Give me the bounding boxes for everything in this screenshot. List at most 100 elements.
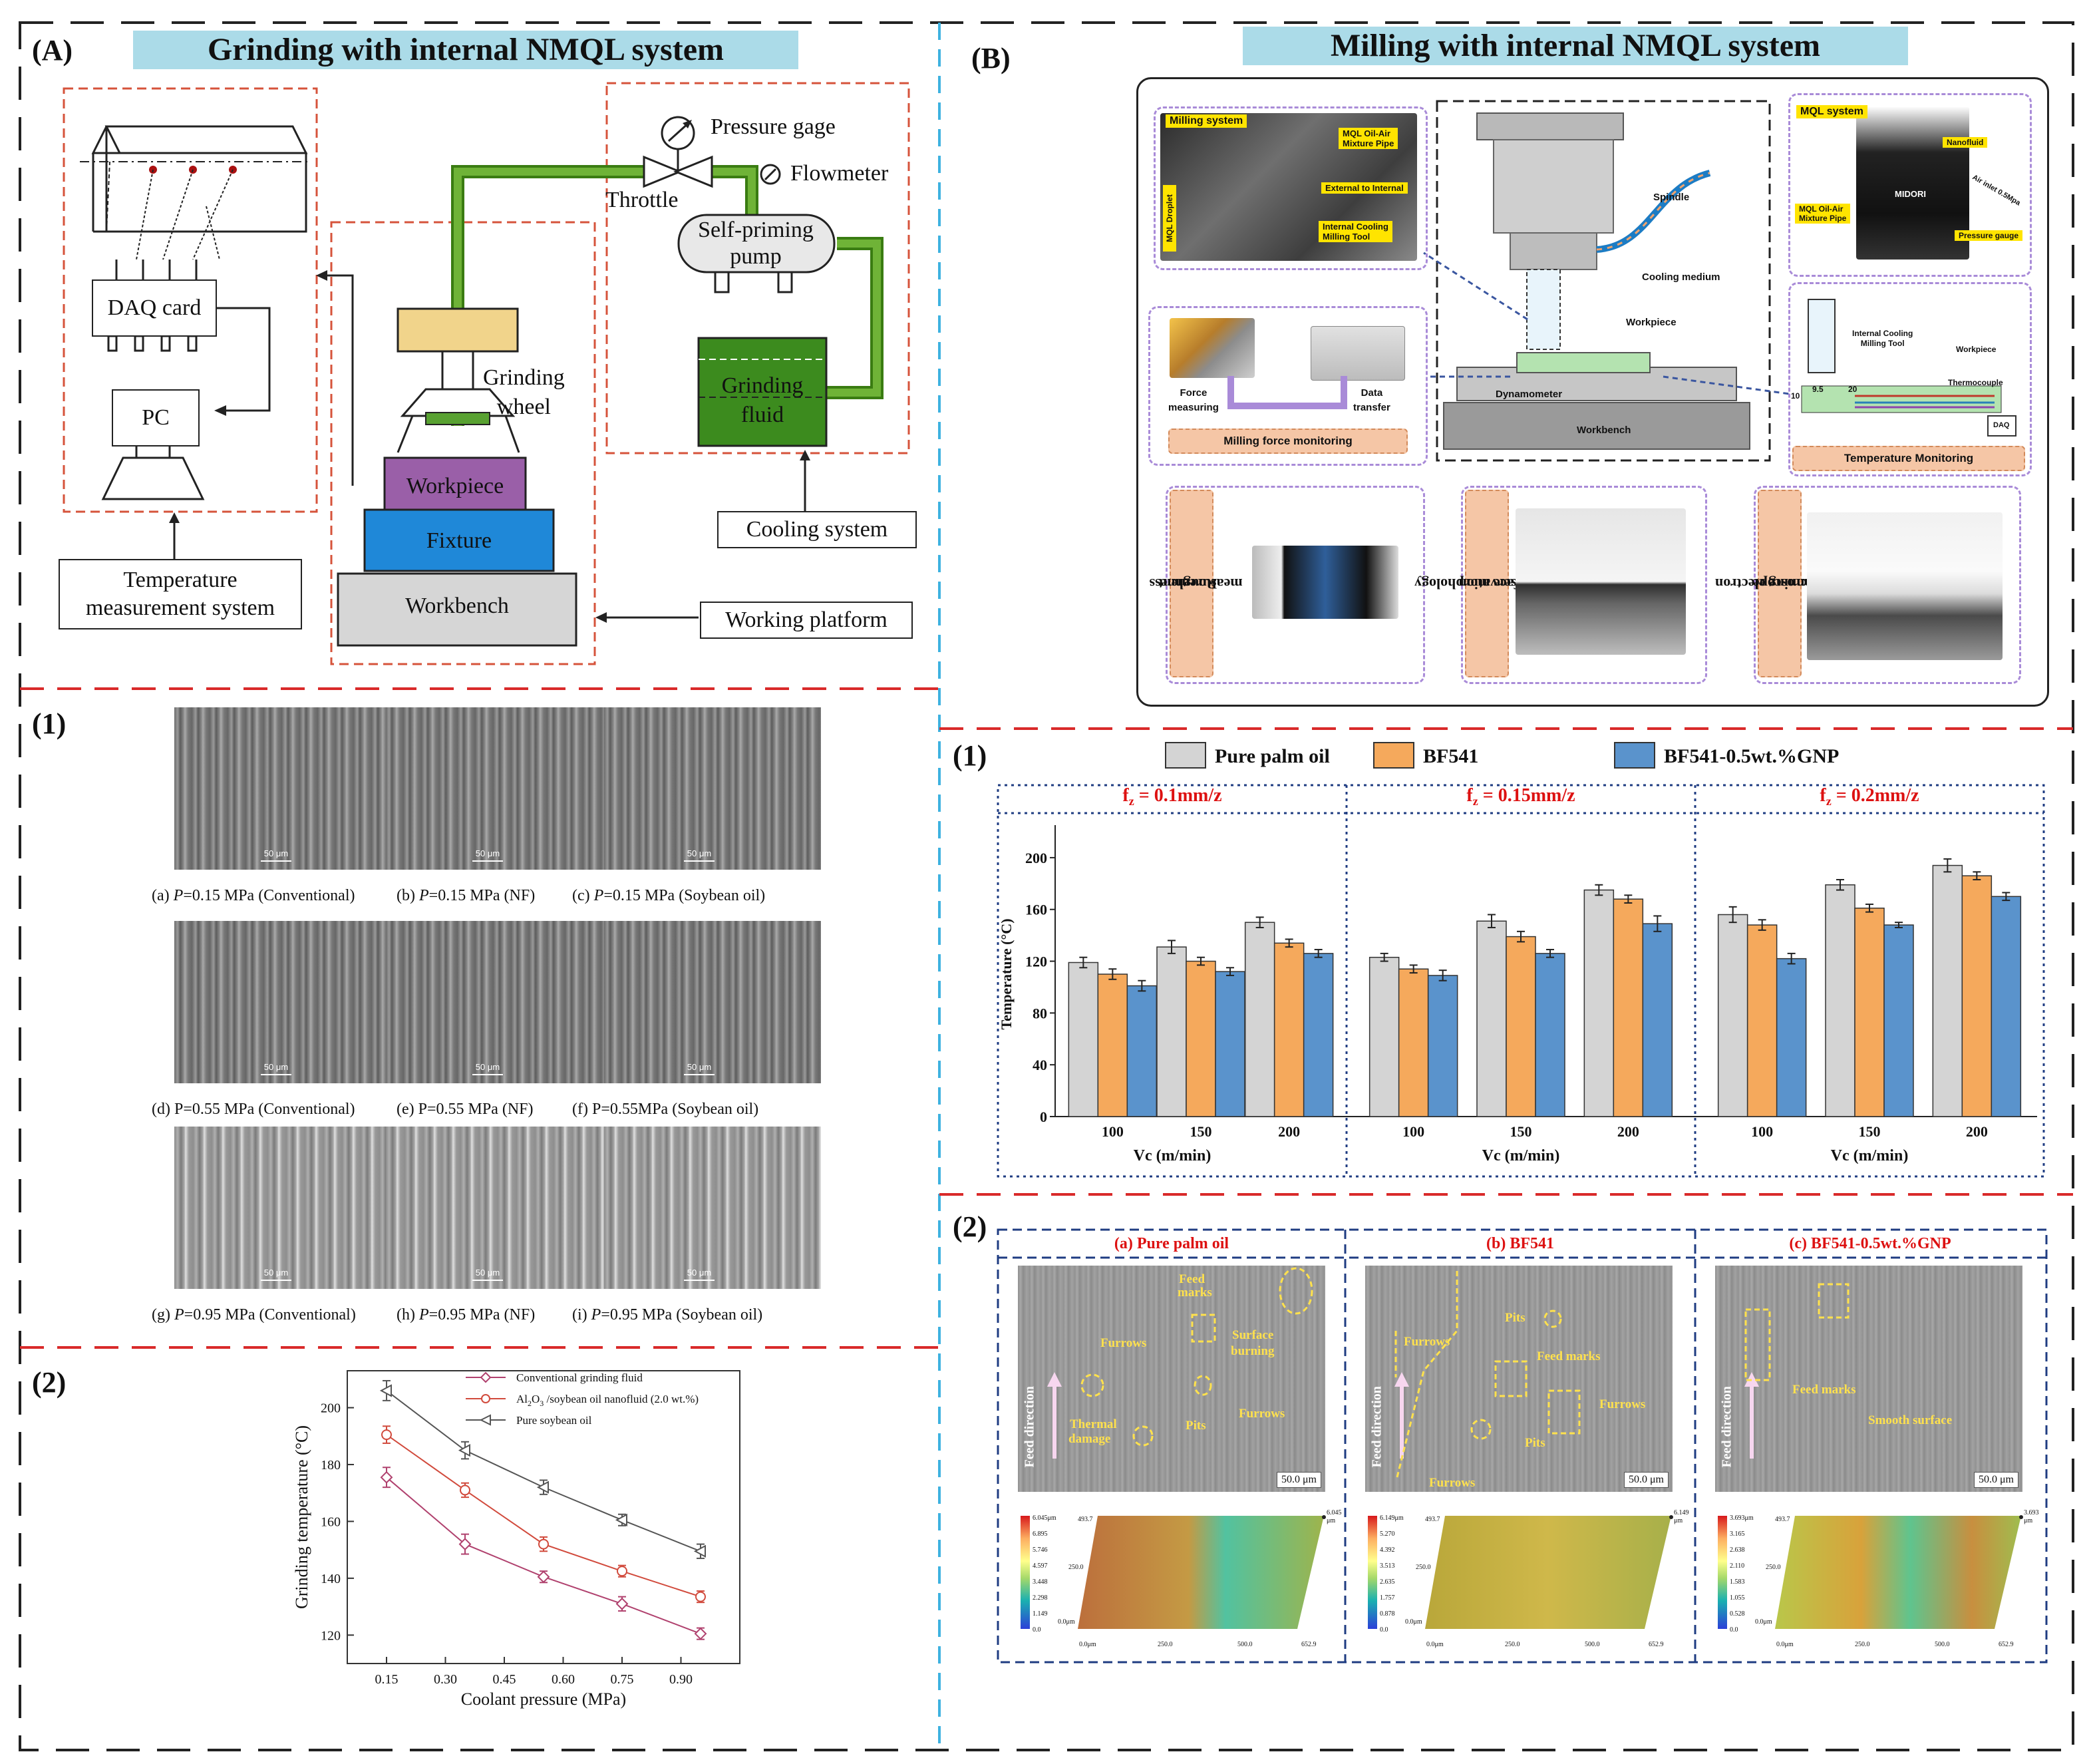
sem-caption: (h) P=0.95 MPa (NF) <box>397 1306 535 1324</box>
workbench-label: Workbench <box>405 594 509 618</box>
cooling-system-box: Cooling system <box>717 511 917 548</box>
peak-value: 3.693 <box>2024 1509 2039 1516</box>
bar <box>1427 975 1458 1117</box>
milling-force-label: Milling force monitoring <box>1168 429 1408 454</box>
x-tick-label: 150 <box>1859 1123 1881 1140</box>
morphology-title: (a) Pure palm oil <box>1114 1235 1229 1252</box>
peak-unit: μm <box>2024 1517 2032 1524</box>
x-tick-label: 0.45 <box>493 1672 516 1687</box>
x-tick-label: 0.30 <box>434 1672 457 1687</box>
panel-a2-label: (2) <box>32 1366 67 1399</box>
map-y-label: 250.0 <box>1068 1564 1084 1571</box>
x-axis-label: Vc (m/min) <box>1482 1147 1560 1164</box>
grinding-fluid-line2: fluid <box>740 403 784 427</box>
mql-pipe-line1: MQL Oil-Air <box>1343 128 1390 138</box>
sem-image: 50 μm <box>174 1127 387 1289</box>
force-sensor-photo <box>1170 318 1255 378</box>
bar <box>1583 889 1615 1117</box>
color-scale-label: 3.448 <box>1033 1578 1048 1586</box>
force-arrow <box>1227 376 1347 409</box>
caption-p: P <box>593 887 604 904</box>
milling-force-panel <box>1148 306 1428 466</box>
data-point <box>693 1544 706 1558</box>
bar <box>1476 920 1507 1117</box>
bar <box>1613 898 1644 1117</box>
caption-text: =0.15 MPa (Conventional) <box>183 887 355 904</box>
bar <box>1932 864 1963 1117</box>
map-x-label: 500.0 <box>1585 1641 1600 1648</box>
grinding-system-diagram <box>63 82 910 665</box>
x-tick-label: 200 <box>1966 1123 1988 1140</box>
sem-caption: (g) P=0.95 MPa (Conventional) <box>152 1306 356 1324</box>
bar <box>1746 924 1778 1117</box>
color-scale-bar <box>1368 1516 1377 1629</box>
sem-caption: (i) P=0.95 MPa (Soybean oil) <box>572 1306 762 1324</box>
legend-swatch <box>1165 742 1206 769</box>
milling-system-tag: Milling system <box>1166 114 1247 128</box>
y-tick-label: 200 <box>1025 850 1047 866</box>
data-point <box>380 1471 393 1484</box>
sem-caption: (e) P=0.55 MPa (NF) <box>397 1101 534 1119</box>
legend-label: BF541 <box>1423 745 1478 767</box>
x-tick-label: 100 <box>1402 1123 1424 1140</box>
map-x-label: 0.0μm <box>1776 1641 1794 1648</box>
map-y-label: 0.0μm <box>1058 1618 1075 1626</box>
cooling-medium-label: Cooling medium <box>1642 271 1720 283</box>
map-x-label: 500.0 <box>1935 1641 1950 1648</box>
legend-swatch <box>1614 742 1655 769</box>
sem-image: 50 μm <box>174 707 387 870</box>
mql-droplet-tag: MQL Droplet <box>1163 185 1176 252</box>
data-line1: Data <box>1361 387 1383 399</box>
defect-annotation: marks <box>1178 1286 1212 1300</box>
group-title: fz = 0.2mm/z <box>1820 785 1919 808</box>
caption-p: P <box>418 887 429 904</box>
defect-outline <box>1744 1308 1771 1381</box>
mql-pipe-line2: Mixture Pipe <box>1343 138 1394 148</box>
defect-annotation: Surface <box>1232 1328 1274 1342</box>
defect-annotation: Pits <box>1505 1311 1526 1325</box>
y-tick-label: 200 <box>321 1401 341 1416</box>
legend-label: Pure soybean oil <box>516 1414 592 1427</box>
map-y-label: 250.0 <box>1766 1564 1781 1571</box>
defect-annotation: damage <box>1068 1432 1111 1446</box>
x-tick-label: 0.90 <box>669 1672 693 1687</box>
defect-outline <box>1279 1267 1313 1315</box>
bar <box>1825 884 1855 1117</box>
x-axis-label: Coolant pressure (MPa) <box>461 1689 626 1709</box>
internal-tool-line1: Internal Cooling <box>1323 222 1388 232</box>
color-scale-label: 4.392 <box>1380 1546 1395 1554</box>
data-point <box>694 1627 707 1640</box>
temp-tool-line2: Milling Tool <box>1860 339 1905 348</box>
mql-system-tag: MQL system <box>1796 105 1867 118</box>
mql-device-photo <box>1856 106 1969 260</box>
peak-value: 6.045 <box>1327 1509 1342 1516</box>
scale-bar: 50 μm <box>684 1268 715 1281</box>
milling-schematic <box>1436 100 1771 462</box>
workpiece-label-b: Workpiece <box>1626 317 1677 328</box>
temp-monitoring-label: Temperature Monitoring <box>1792 446 2025 471</box>
legend-marker <box>480 1371 492 1383</box>
legend-label: Pure palm oil <box>1215 745 1330 767</box>
color-scale-label: 0.0 <box>1730 1626 1738 1634</box>
temp-workpiece-label: Workpiece <box>1956 345 1997 354</box>
group-title: fz = 0.15mm/z <box>1466 785 1575 808</box>
caption-p: P <box>173 887 184 904</box>
fixture-label: Fixture <box>426 528 492 553</box>
milling-system-frame <box>1136 77 2049 707</box>
y-axis-label: Grinding temperature (°C) <box>292 1425 311 1609</box>
panel-b-connectors <box>1423 252 1790 395</box>
force-line1: Force <box>1180 387 1208 399</box>
peak-unit: μm <box>1674 1517 1683 1524</box>
color-scale-label: 2.638 <box>1730 1546 1745 1554</box>
bar <box>1273 942 1305 1117</box>
color-scale-label: 1.055 <box>1730 1594 1745 1602</box>
defect-annotation: Feed marks <box>1792 1383 1856 1397</box>
x-axis-label: Vc (m/min) <box>1831 1147 1909 1164</box>
x-tick-label: 150 <box>1190 1123 1212 1140</box>
dim-20-label: 20 <box>1848 385 1857 394</box>
defect-annotation: Furrows <box>1404 1335 1450 1349</box>
bar <box>1854 908 1885 1117</box>
sem-image: 50 μm <box>604 707 821 870</box>
map-x-label: 0.0μm <box>1426 1641 1444 1648</box>
